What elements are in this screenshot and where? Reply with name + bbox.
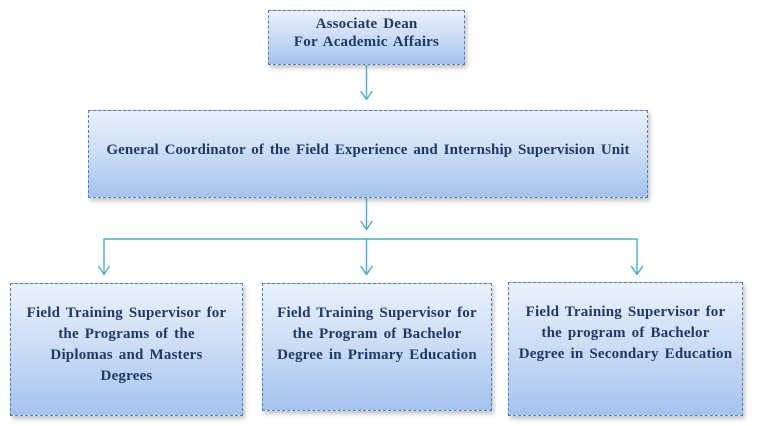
edge-coordinator-down-arrowhead [360, 220, 373, 231]
node-supervisor-diplomas-masters-label: Field Training Supervisor for the Progra… [26, 305, 227, 384]
edge-drop-center-arrowhead [360, 265, 373, 276]
edge-dean-to-coordinator-arrowhead [360, 90, 373, 101]
node-supervisor-diplomas-masters: Field Training Supervisor for the Progra… [10, 283, 243, 416]
node-supervisor-bachelor-primary-label: Field Training Supervisor for the Progra… [277, 305, 477, 363]
node-supervisor-bachelor-primary: Field Training Supervisor for the Progra… [262, 283, 492, 411]
node-associate-dean-label: Associate Dean For Academic Affairs [293, 15, 440, 50]
edge-drop-right-arrowhead [630, 265, 644, 276]
node-general-coordinator-label: General Coordinator of the Field Experie… [106, 141, 630, 158]
node-associate-dean: Associate Dean For Academic Affairs [268, 10, 465, 65]
node-supervisor-bachelor-secondary-label: Field Training Supervisor for the progra… [518, 304, 733, 362]
node-general-coordinator: General Coordinator of the Field Experie… [88, 110, 648, 198]
edge-drop-left-arrowhead [97, 265, 111, 276]
node-supervisor-bachelor-secondary: Field Training Supervisor for the progra… [508, 282, 743, 416]
